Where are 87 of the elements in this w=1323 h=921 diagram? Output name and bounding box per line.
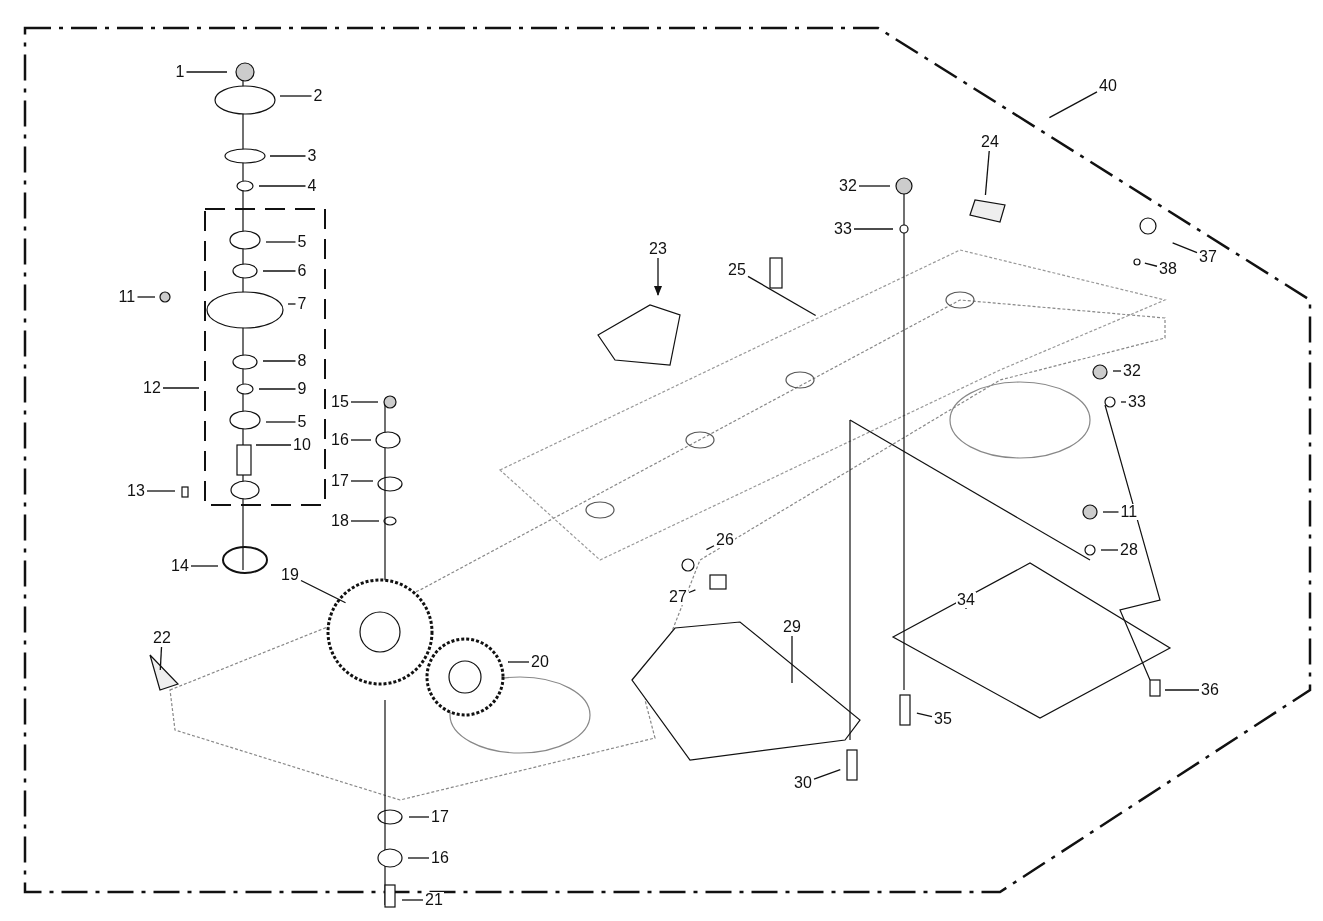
callout-number: 30 — [793, 775, 813, 791]
callout-number: 10 — [292, 437, 312, 453]
callout-number: 12 — [142, 380, 162, 396]
callout-number: 32 — [1122, 363, 1142, 379]
callout-number: 16 — [330, 432, 350, 448]
callout-number: 11 — [117, 289, 137, 305]
leader-line — [350, 439, 372, 441]
leader-line — [1172, 242, 1198, 254]
callout-number: 8 — [296, 353, 308, 369]
callout-number: 21 — [424, 892, 444, 908]
callout-number: 17 — [430, 809, 450, 825]
leader-line — [916, 712, 933, 718]
leader-line — [688, 589, 696, 594]
leader-line — [1144, 262, 1158, 267]
callout-number: 9 — [296, 381, 308, 397]
callout-number: 26 — [715, 532, 735, 548]
leader-line — [265, 421, 297, 423]
callout-number: 1 — [174, 64, 186, 80]
leader-line — [401, 899, 424, 901]
leader-line — [269, 155, 307, 157]
callout-number: 40 — [1098, 78, 1118, 94]
leader-line — [350, 401, 379, 403]
callout-number: 34 — [956, 592, 976, 608]
leader-line — [1100, 549, 1119, 551]
leader-line — [262, 270, 297, 272]
leader-line — [853, 228, 894, 230]
callout-number: 22 — [152, 630, 172, 646]
callout-number: 5 — [296, 414, 308, 430]
leader-line — [408, 816, 430, 818]
leader-line — [813, 769, 841, 780]
callout-number: 3 — [306, 148, 318, 164]
callout-number: 32 — [838, 178, 858, 194]
leader-line — [350, 520, 380, 522]
callout-number: 24 — [980, 134, 1000, 150]
leader-line — [262, 360, 297, 362]
leader-line — [654, 257, 662, 296]
leader-line — [705, 545, 715, 551]
callout-number: 27 — [668, 589, 688, 605]
leader-line — [300, 579, 347, 604]
callout-number: 14 — [170, 558, 190, 574]
callout-number: 13 — [126, 483, 146, 499]
callout-number: 33 — [1127, 394, 1147, 410]
leader-line — [791, 635, 793, 684]
callout-number: 6 — [296, 263, 308, 279]
callout-number: 19 — [280, 567, 300, 583]
callout-number: 36 — [1200, 682, 1220, 698]
callout-number: 33 — [833, 221, 853, 237]
leader-line — [1164, 689, 1200, 691]
leader-line — [350, 480, 374, 482]
leader-line — [858, 185, 891, 187]
callout-number: 4 — [306, 178, 318, 194]
leader-line — [507, 661, 530, 663]
leader-line — [255, 444, 292, 446]
leader-line — [258, 185, 307, 187]
callout-number: 23 — [648, 241, 668, 257]
callout-number: 7 — [296, 296, 308, 312]
leader-line — [1112, 370, 1122, 372]
callout-number: 5 — [296, 234, 308, 250]
callout-number: 20 — [530, 654, 550, 670]
callout-number: 11 — [1119, 504, 1139, 520]
callout-number: 2 — [312, 88, 324, 104]
leader-line — [258, 388, 297, 390]
leader-line — [279, 95, 313, 97]
leader-line — [1120, 401, 1127, 403]
leader-line — [159, 646, 163, 671]
leader-line — [407, 857, 430, 859]
leader-line — [287, 303, 297, 305]
leader-line — [185, 71, 228, 73]
callout-number: 25 — [727, 262, 747, 278]
callout-number: 16 — [430, 850, 450, 866]
callout-number: 18 — [330, 513, 350, 529]
leader-line — [146, 490, 176, 492]
callout-number: 28 — [1119, 542, 1139, 558]
callout-number: 37 — [1198, 249, 1218, 265]
leader-line — [162, 387, 200, 389]
callout-number: 17 — [330, 473, 350, 489]
leader-line — [265, 241, 297, 243]
leader-line — [1048, 91, 1098, 119]
leader-line — [136, 296, 156, 298]
leader-line — [984, 150, 990, 196]
leader-line — [1102, 511, 1120, 513]
leader-line — [747, 275, 817, 317]
callout-number: 35 — [933, 711, 953, 727]
leader-line — [190, 565, 219, 567]
callout-number: 29 — [782, 619, 802, 635]
callout-number: 15 — [330, 394, 350, 410]
callout-number: 38 — [1158, 261, 1178, 277]
